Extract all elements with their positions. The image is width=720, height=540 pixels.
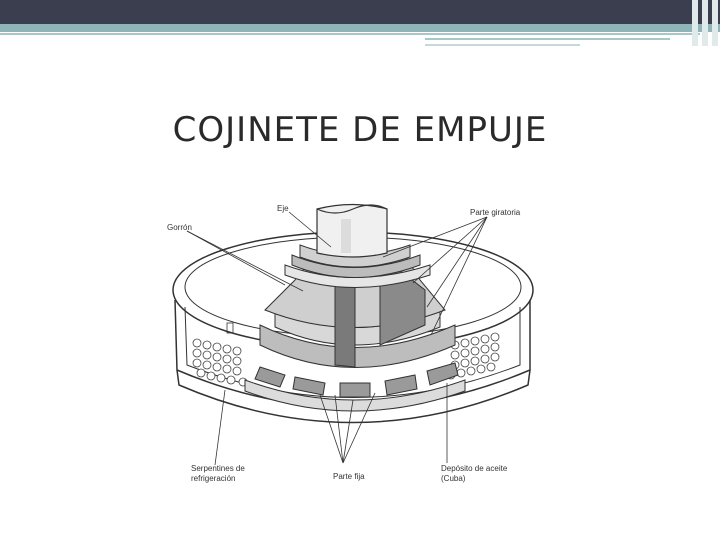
shaft bbox=[316, 203, 388, 258]
label-parte-fija: Parte fija bbox=[333, 472, 365, 481]
decor-line bbox=[425, 38, 670, 40]
top-bar bbox=[0, 0, 720, 24]
decor-line bbox=[0, 33, 700, 35]
label-eje: Eje bbox=[277, 204, 289, 213]
label-parte-giratoria: Parte giratoria bbox=[470, 208, 521, 217]
label-cuba: (Cuba) bbox=[441, 474, 466, 483]
thrust-bearing-diagram: Gorrón Eje Parte giratoria Serpentines d… bbox=[167, 203, 534, 483]
leader-lines bbox=[186, 211, 488, 466]
label-deposito: Depósito de aceite bbox=[441, 464, 508, 473]
decor-tick bbox=[692, 0, 698, 46]
slide-title: COJINETE DE EMPUJE bbox=[172, 110, 548, 150]
fixed-part bbox=[244, 362, 466, 412]
label-serpentines: Serpentines de bbox=[191, 464, 245, 473]
decor-tick bbox=[702, 0, 708, 46]
top-accent-bar bbox=[0, 24, 720, 32]
label-gorron: Gorrón bbox=[167, 223, 192, 232]
cooling-coils bbox=[192, 332, 500, 387]
inspection-mark bbox=[226, 322, 234, 334]
label-refrigeracion: refrigeración bbox=[191, 474, 235, 483]
decor-line bbox=[425, 44, 580, 46]
decor-tick bbox=[712, 0, 718, 46]
